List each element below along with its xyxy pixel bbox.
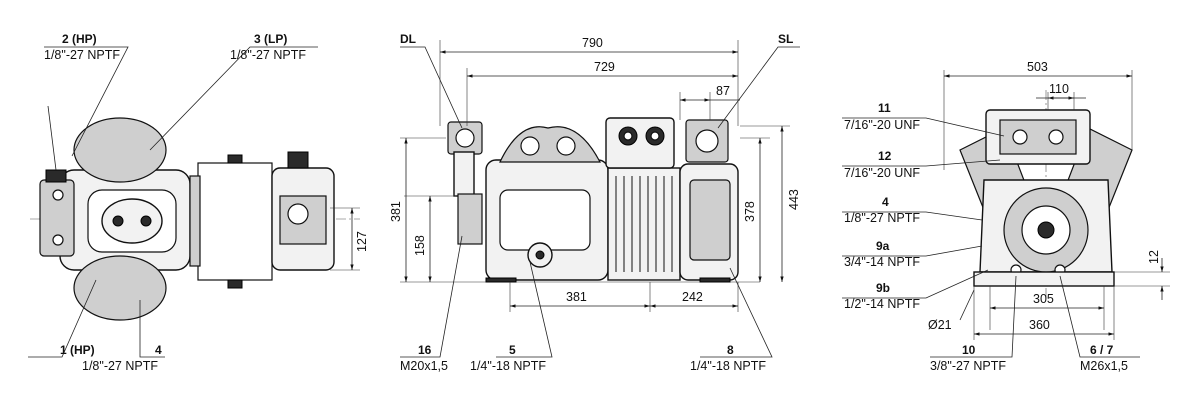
middle-view-side <box>400 40 800 358</box>
spec-6-7: M26x1,5 <box>1080 359 1128 373</box>
label-3-lp: 3 (LP) <box>254 32 287 46</box>
dim-158: 158 <box>413 235 427 256</box>
dim-503: 503 <box>1027 60 1048 74</box>
label-4-left: 4 <box>155 343 162 357</box>
label-8: 8 <box>727 343 734 357</box>
dim-378: 378 <box>743 201 757 222</box>
spec-12: 7/16"-20 UNF <box>844 166 920 180</box>
label-11: 11 <box>878 101 891 115</box>
dim-305: 305 <box>1033 292 1054 306</box>
dim-443: 443 <box>787 189 801 210</box>
label-5: 5 <box>509 343 516 357</box>
spec-8: 1/4"-18 NPTF <box>690 359 766 373</box>
label-9a: 9a <box>876 239 890 253</box>
spec-4-left: 1/8"-27 NPTF <box>82 359 158 373</box>
dim-110: 110 <box>1049 82 1069 96</box>
label-6-7: 6 / 7 <box>1090 343 1114 357</box>
spec-9b: 1/2"-14 NPTF <box>844 297 920 311</box>
label-sl: SL <box>778 32 793 46</box>
label-dl: DL <box>400 32 416 46</box>
label-9b: 9b <box>876 281 890 295</box>
right-view-end <box>842 70 1170 358</box>
spec-16: M20x1,5 <box>400 359 448 373</box>
left-view-top: 127 <box>28 46 369 358</box>
dim-360: 360 <box>1029 318 1050 332</box>
spec-3-lp: 1/8"-27 NPTF <box>230 48 306 62</box>
label-1-hp: 1 (HP) <box>60 343 95 357</box>
dim-d21: Ø21 <box>928 318 952 332</box>
label-10: 10 <box>962 343 976 357</box>
spec-9a: 3/4"-14 NPTF <box>844 255 920 269</box>
dim-12: 12 <box>1147 250 1161 264</box>
label-2-hp: 2 (HP) <box>62 32 97 46</box>
dim-127: 127 <box>355 231 369 252</box>
spec-11: 7/16"-20 UNF <box>844 118 920 132</box>
dim-729: 729 <box>594 60 615 74</box>
spec-4-right: 1/8"-27 NPTF <box>844 211 920 225</box>
dim-790: 790 <box>582 36 603 50</box>
label-4-right: 4 <box>882 195 889 209</box>
label-16: 16 <box>418 343 432 357</box>
dim-87: 87 <box>716 84 730 98</box>
dim-242: 242 <box>682 290 703 304</box>
label-12: 12 <box>878 149 892 163</box>
dim-381-vertical: 381 <box>389 201 403 222</box>
dim-381-horizontal: 381 <box>566 290 587 304</box>
spec-5: 1/4"-18 NPTF <box>470 359 546 373</box>
spec-10: 3/8"-27 NPTF <box>930 359 1006 373</box>
spec-2-hp: 1/8"-27 NPTF <box>44 48 120 62</box>
